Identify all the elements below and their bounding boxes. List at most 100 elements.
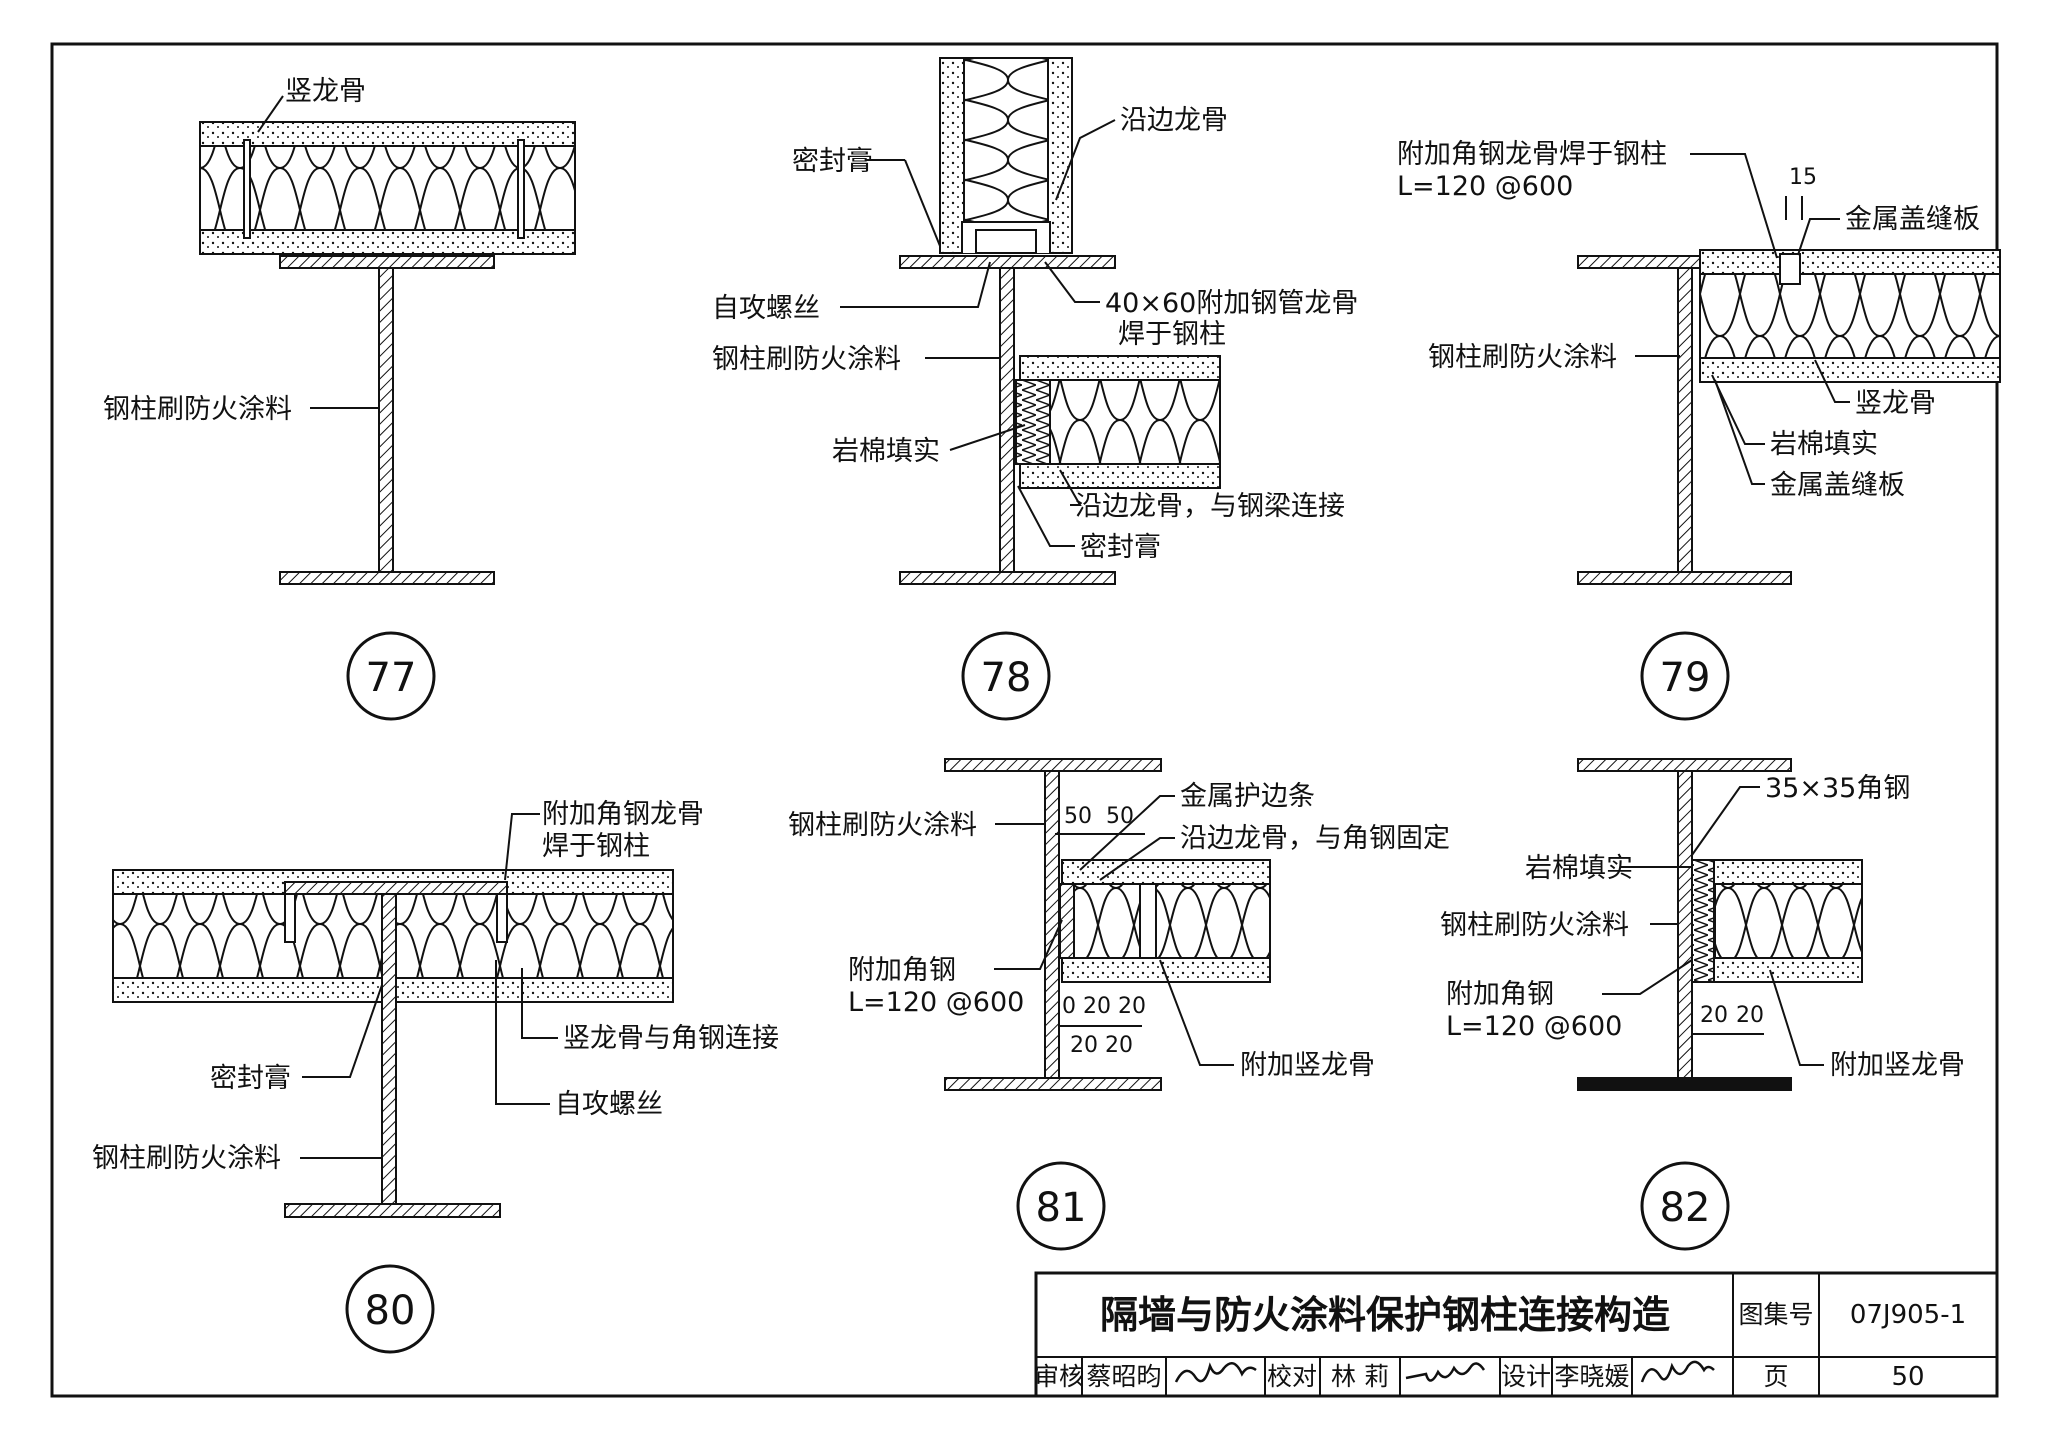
upper-wall-panel <box>939 57 1073 254</box>
detail-number: 82 <box>1660 1185 1711 1231</box>
detail-77: 竖龙骨 钢柱刷防火涂料 77 <box>103 76 576 721</box>
steel-column <box>899 255 1116 585</box>
label-angle-stud: 附加角钢龙骨焊于钢柱 <box>1397 139 1667 170</box>
detail-number-circle <box>346 631 436 721</box>
detail-78: 密封膏 沿边龙骨 自攻螺丝 40×60附加钢管龙骨 焊于钢柱 钢柱刷防火涂料 岩… <box>712 57 1358 721</box>
label-dim-20a: 20 <box>1700 1003 1728 1028</box>
leader-line <box>994 919 1063 970</box>
drawing-title: 隔墙与防火涂料保护钢柱连接构造 <box>1100 1293 1670 1337</box>
review-label: 审核 <box>1034 1362 1084 1391</box>
leader-line <box>1055 119 1116 201</box>
wall-panel <box>1699 249 2001 383</box>
detail-number: 81 <box>1036 1185 1087 1231</box>
design-label: 设计 <box>1501 1362 1551 1391</box>
leader-line <box>840 261 991 308</box>
wall-panel <box>1059 859 1271 983</box>
wall-panel <box>1691 859 1863 983</box>
leader-line <box>1017 485 1075 547</box>
atlas-number-label: 图集号 <box>1738 1300 1813 1329</box>
label-cover-plate-bottom: 金属盖缝板 <box>1770 470 1905 501</box>
checker-name: 林 莉 <box>1331 1362 1389 1391</box>
atlas-number: 07J905-1 <box>1850 1300 1966 1330</box>
steel-column <box>1577 758 1792 1091</box>
label-fireproof-coating: 钢柱刷防火涂料 <box>1440 910 1629 941</box>
label-extra-stud: 附加竖龙骨 <box>1830 1050 1965 1081</box>
label-dims-top: 0 20 20 <box>1062 994 1146 1019</box>
label-dims-bottom: 20 20 <box>1070 1033 1133 1058</box>
leader-line <box>1769 969 1824 1066</box>
reviewer-signature <box>1174 1361 1257 1383</box>
leader-line <box>1714 379 1765 485</box>
label-stud-angle-connection: 竖龙骨与角钢连接 <box>563 1023 779 1054</box>
steel-column <box>279 255 495 585</box>
label-edge-stud-angle: 沿边龙骨，与角钢固定 <box>1180 823 1450 854</box>
label-steel-tube-stud: 40×60附加钢管龙骨 <box>1105 288 1358 319</box>
label-sealant-top: 密封膏 <box>792 146 873 177</box>
detail-81: 50 50 钢柱刷防火涂料 金属护边条 沿边龙骨，与角钢固定 附加角钢 L=12… <box>788 758 1450 1251</box>
label-self-tapping-screw: 自攻螺丝 <box>555 1089 663 1120</box>
steel-column <box>944 758 1162 1091</box>
label-fireproof-coating: 钢柱刷防火涂料 <box>788 810 977 841</box>
leader-line <box>904 159 941 247</box>
label-edge-stud-top: 沿边龙骨 <box>1120 105 1228 136</box>
check-label: 校对 <box>1267 1362 1317 1391</box>
leader-line <box>302 984 383 1078</box>
leader-line <box>1691 786 1760 856</box>
detail-number-circle <box>961 631 1051 721</box>
detail-number-circle <box>1640 631 1730 721</box>
label-angle-spec: L=120 @600 <box>1397 171 1573 202</box>
label-stud: 竖龙骨 <box>1855 388 1936 419</box>
detail-number-circle <box>1640 1161 1730 1251</box>
label-rockwool-fill: 岩棉填实 <box>832 436 940 467</box>
label-stud: 竖龙骨 <box>285 76 366 107</box>
leader-line <box>504 813 540 881</box>
sheet-frame <box>50 42 1999 1398</box>
leader-line <box>949 424 1026 451</box>
label-dim-15: 15 <box>1789 165 1817 190</box>
leader-line <box>1079 795 1175 871</box>
leader-line <box>1690 153 1778 259</box>
label-rockwool-fill: 岩棉填实 <box>1525 853 1633 884</box>
label-dim-50a: 50 <box>1064 804 1092 829</box>
label-angle-stud: 附加角钢龙骨 <box>542 799 704 830</box>
designer-name: 李晓媛 <box>1554 1362 1629 1391</box>
leader-line <box>495 960 550 1105</box>
leader-line <box>1044 261 1100 303</box>
detail-80: 附加角钢龙骨 焊于钢柱 竖龙骨与角钢连接 密封膏 自攻螺丝 钢柱刷防火涂料 80 <box>92 799 779 1354</box>
label-fireproof-coating: 钢柱刷防火涂料 <box>103 394 292 425</box>
detail-number-circle <box>1016 1161 1106 1251</box>
label-extra-stud: 附加竖龙骨 <box>1240 1050 1375 1081</box>
side-wall-panel <box>1015 355 1221 489</box>
detail-number: 80 <box>365 1288 416 1334</box>
label-angle-spec: L=120 @600 <box>848 987 1024 1018</box>
wall-panel <box>199 121 576 255</box>
title-block: 隔墙与防火涂料保护钢柱连接构造 图集号 07J905-1 审核 蔡昭昀 校对 林… <box>1034 1271 1999 1398</box>
detail-number: 79 <box>1660 655 1711 701</box>
detail-82: 35×35角钢 岩棉填实 钢柱刷防火涂料 附加角钢 L=120 @600 20 … <box>1440 758 1965 1251</box>
reviewer-name: 蔡昭昀 <box>1086 1362 1161 1391</box>
leader-line <box>521 968 558 1039</box>
leader-line <box>257 95 284 133</box>
label-fireproof-coating: 钢柱刷防火涂料 <box>712 344 901 375</box>
leader-line <box>1711 374 1765 445</box>
leader-line <box>1814 359 1850 403</box>
label-dim-20b: 20 <box>1736 1003 1764 1028</box>
label-cover-plate-top: 金属盖缝板 <box>1845 204 1980 235</box>
steel-column <box>284 881 508 1218</box>
label-fireproof-coating: 钢柱刷防火涂料 <box>92 1143 281 1174</box>
label-self-tapping-screw: 自攻螺丝 <box>712 293 820 324</box>
detail-number-circle <box>345 1264 435 1354</box>
label-welded-to-column: 焊于钢柱 <box>542 831 650 862</box>
leader-line <box>1099 837 1175 881</box>
leader-line <box>1159 959 1234 1066</box>
designer-signature <box>1640 1360 1715 1383</box>
label-fireproof-coating: 钢柱刷防火涂料 <box>1428 342 1617 373</box>
checker-signature <box>1405 1362 1486 1382</box>
detail-number: 78 <box>981 655 1032 701</box>
label-sealant-bottom: 密封膏 <box>1080 532 1161 563</box>
label-sealant: 密封膏 <box>210 1063 291 1094</box>
leader-line <box>1602 959 1693 995</box>
leader-line <box>1797 218 1840 256</box>
page-label: 页 <box>1763 1362 1788 1391</box>
